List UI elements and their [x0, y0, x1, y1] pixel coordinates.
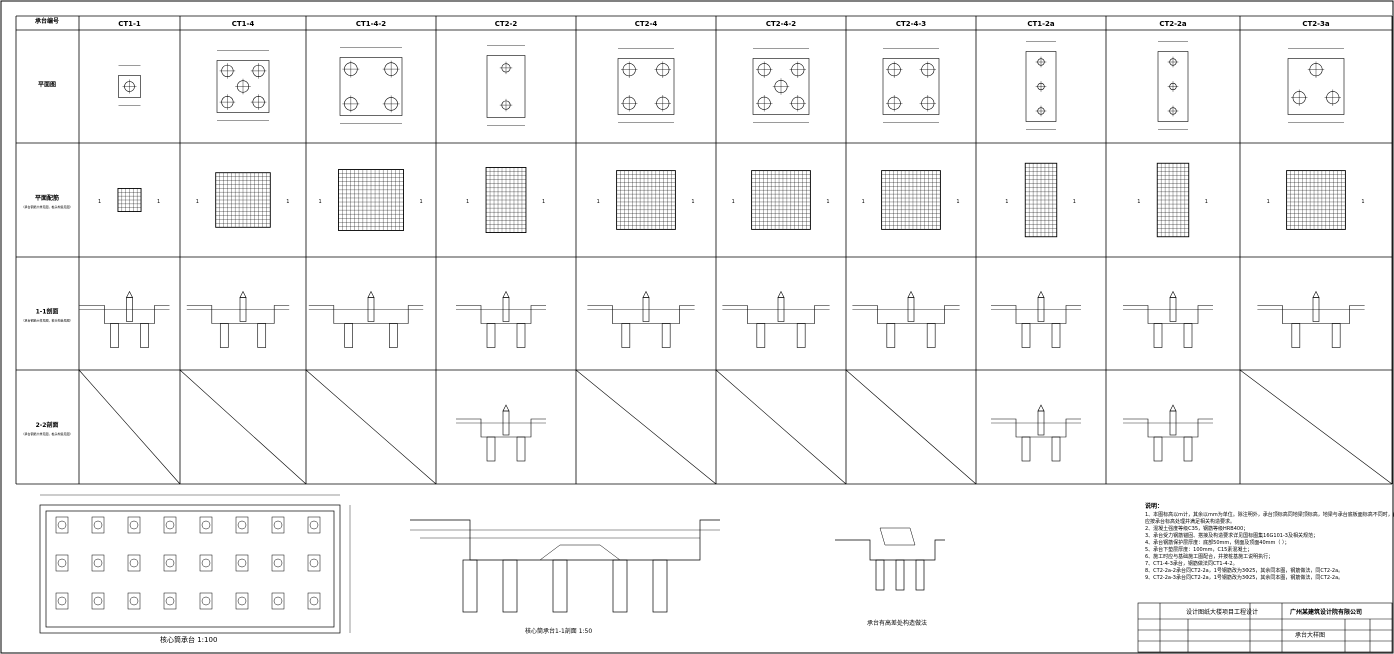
- column-header: CT1-4: [232, 20, 255, 28]
- core-tube-section: [410, 519, 720, 613]
- section-marker: 1: [542, 199, 545, 205]
- note-item: 1、本图标高以m计，其余以mm为单位。除注明外，承台顶标高同地梁顶标高，地梁与承…: [1145, 511, 1394, 518]
- section-marker: 1: [420, 199, 423, 205]
- drawing-name: 承台大样图: [1295, 631, 1325, 639]
- row-label: 平面配筋: [35, 194, 59, 202]
- column-header: CT2-4-2: [766, 20, 796, 28]
- section-marker: 1: [1205, 199, 1208, 205]
- row-sublabel: （承台钢筋大样见图，桩头构造见图）: [21, 204, 72, 209]
- section-marker: 1: [196, 199, 199, 205]
- column-header: CT2-2a: [1159, 20, 1187, 28]
- note-item: 9、CT2-2a-3承台同CT2-2a，1号钢筋改为3Φ25，其余同本图，钢筋做…: [1145, 574, 1343, 581]
- note-item: 5、承台下垫层厚度：100mm，C15素混凝土；: [1145, 546, 1252, 553]
- section-marker: 1: [826, 199, 829, 205]
- section-marker: 1: [1073, 199, 1076, 205]
- note-item: 4、承台钢筋保护层厚度：底部50mm，侧面及顶面40mm（ ）；: [1145, 539, 1289, 546]
- section-marker: 1: [318, 199, 321, 205]
- section-marker: 1: [956, 199, 959, 205]
- column-header: CT1-4-2: [356, 20, 386, 28]
- section-marker: 1: [286, 199, 289, 205]
- company-name: 广州某建筑设计院有限公司: [1290, 608, 1362, 616]
- column-header: CT2-2: [495, 20, 518, 28]
- column-header: CT2-4-3: [896, 20, 926, 28]
- section-marker: 1: [98, 199, 101, 205]
- notes-heading: 说明：: [1145, 502, 1163, 510]
- detail-title: 承台有高差处构造做法: [867, 619, 927, 627]
- column-header: CT1-1: [118, 20, 141, 28]
- elevation-change-detail: [835, 527, 945, 591]
- section-marker: 1: [1137, 199, 1140, 205]
- note-item: 2、混凝土强度等级C35，钢筋等级HRB400；: [1145, 525, 1248, 532]
- row-sublabel: （承台钢筋大样见图，桩头构造见图）: [21, 318, 72, 323]
- row-label: 2-2剖面: [36, 421, 59, 429]
- section-marker: 1: [466, 199, 469, 205]
- section-marker: 1: [157, 199, 160, 205]
- corner-label: 承台编号: [35, 17, 59, 25]
- note-item: 应按承台标高处理并满足相关构造要求。: [1145, 518, 1235, 525]
- note-item: 7、CT1-4-3承台，钢筋做法同CT1-4-2。: [1145, 560, 1238, 567]
- row-label: 平面图: [38, 81, 56, 89]
- core-tube-pile-cap-plan: [39, 494, 351, 634]
- pile-cap-table: [15, 15, 1393, 485]
- column-header: CT1-2a: [1027, 20, 1055, 28]
- section-marker: 1: [732, 199, 735, 205]
- section-marker: 1: [691, 199, 694, 205]
- table-header: 承台编号: [35, 17, 59, 25]
- section-marker: 1: [1267, 199, 1270, 205]
- section-marker: 1: [1361, 199, 1364, 205]
- title-block: [1137, 602, 1393, 653]
- note-item: 6、施工时应与基础施工图配合，并按桩基施工说明执行；: [1145, 553, 1273, 560]
- column-header: CT2-3a: [1302, 20, 1330, 28]
- note-item: 8、CT2-2a-2承台同CT2-2a，1号钢筋改为3Φ25，其余同本图，钢筋做…: [1145, 567, 1343, 574]
- section-marker: 1: [1005, 199, 1008, 205]
- core-plan-title: 核心筒承台 1:100: [160, 635, 217, 644]
- design-notes: 说明： 1、本图标高以m计，其余以mm为单位。除注明外，承台顶标高同地梁顶标高，…: [1145, 502, 1394, 581]
- column-header: CT2-4: [635, 20, 658, 28]
- row-label: 1-1剖面: [36, 308, 59, 316]
- note-item: 3、承台受力钢筋锚固、搭接及构造要求详见国标图集16G101-3及相关规范；: [1145, 532, 1318, 539]
- section-marker: 1: [597, 199, 600, 205]
- core-section-title: 核心筒承台1-1剖面 1:50: [525, 627, 592, 635]
- row-sublabel: （承台钢筋大样见图，桩头构造见图）: [21, 431, 72, 436]
- section-marker: 1: [862, 199, 865, 205]
- project-name: 设计图纸大楼项目工程设计: [1186, 608, 1258, 616]
